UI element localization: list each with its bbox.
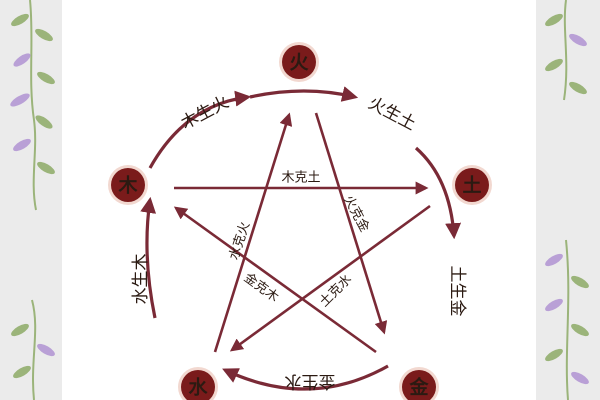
generating-arrow-earth-metal (414, 146, 462, 240)
generating-label-water-wood: 水生木 (131, 254, 151, 305)
controlling-arrow-fire-metal (314, 112, 388, 335)
generating-arrow-wood-fire (148, 90, 252, 169)
generating-arrow-water-wood (140, 196, 157, 319)
element-node-water: 水 (178, 367, 218, 400)
element-node-metal: 金 (399, 367, 439, 400)
controlling-arrow-earth-water (229, 204, 431, 352)
flower-icon (11, 299, 55, 400)
element-node-fire: 火 (279, 42, 319, 82)
element-label-wood: 木 (117, 174, 138, 197)
generating-label-metal-water: 金生水 (285, 371, 336, 391)
controlling-arrow-metal-wood (173, 206, 377, 354)
generating-arrow-metal-water (222, 364, 389, 391)
element-node-earth: 土 (452, 165, 492, 205)
controlling-label-metal-wood: 金克木 (241, 270, 282, 306)
controlling-arrow-water-fire (213, 112, 293, 353)
flower-icon (545, 239, 589, 400)
element-label-metal: 金 (408, 376, 429, 399)
controlling-label-earth-water: 土克水 (317, 272, 355, 310)
element-label-earth: 土 (462, 175, 481, 197)
leaf-icon (545, 0, 587, 101)
controlling-label-fire-metal: 火克金 (340, 193, 372, 235)
generating-label-fire-earth: 火生土 (365, 93, 419, 135)
right-floral-decoration (545, 0, 589, 400)
controlling-label-wood-earth: 木克土 (281, 171, 320, 186)
generating-label-earth-metal: 土生金 (447, 266, 467, 317)
element-node-wood: 木 (108, 165, 148, 205)
element-label-fire: 火 (289, 52, 309, 74)
leaf-icon (10, 0, 55, 211)
left-floral-decoration (10, 0, 55, 400)
element-label-water: 水 (188, 377, 208, 399)
generating-arrow-fire-earth (249, 86, 359, 102)
generating-label-wood-fire: 木生火 (178, 92, 232, 134)
